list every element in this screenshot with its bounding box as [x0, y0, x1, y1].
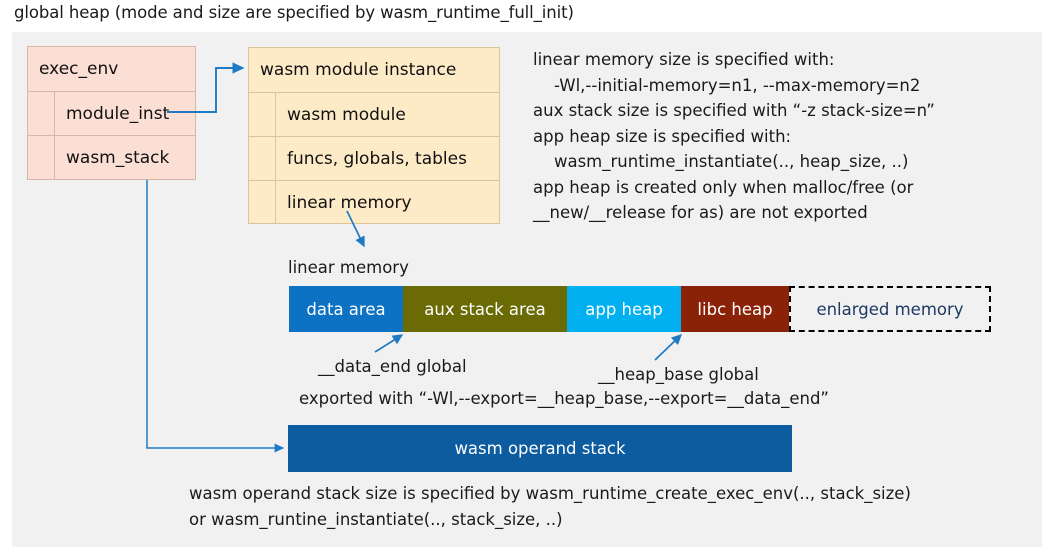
linear-memory-note: linear memory size is specified with: -W…: [533, 50, 935, 222]
memory-segment-enlarged-memory: enlarged memory: [789, 286, 991, 332]
memory-segment-libc-heap: libc heap: [681, 286, 789, 332]
exec-env-box: exec_env module_inst wasm_stack: [27, 46, 196, 180]
exec-env-header-row: exec_env: [28, 47, 195, 91]
module-instance-indent-2: [249, 181, 276, 224]
module-instance-field-wasm-module: wasm module: [249, 92, 499, 136]
linear-memory-bar: data area aux stack area app heap libc h…: [289, 286, 991, 332]
export-flags-note: exported with “-Wl,--export=__heap_base,…: [299, 389, 829, 408]
linear-memory-caption: linear memory: [288, 258, 409, 277]
module-instance-field-funcs-globals-tables-label: funcs, globals, tables: [287, 148, 467, 169]
data-end-global-label: __data_end global: [318, 357, 467, 376]
module-instance-header-label: wasm module instance: [260, 60, 457, 80]
exec-env-indent-0: [28, 92, 55, 135]
exec-env-field-wasm-stack: wasm_stack: [28, 135, 195, 179]
module-instance-indent-1: [249, 137, 276, 180]
module-instance-field-funcs-globals-tables: funcs, globals, tables: [249, 136, 499, 180]
exec-env-field-wasm-stack-label: wasm_stack: [66, 147, 170, 168]
exec-env-field-module-inst: module_inst: [28, 91, 195, 135]
module-instance-header-row: wasm module instance: [249, 48, 499, 92]
exec-env-header-label: exec_env: [39, 59, 119, 79]
module-instance-field-linear-memory: linear memory: [249, 180, 499, 224]
module-instance-field-wasm-module-label: wasm module: [287, 104, 406, 125]
memory-segment-app-heap: app heap: [567, 286, 681, 332]
module-instance-field-linear-memory-label: linear memory: [287, 192, 412, 213]
wasm-operand-stack-bar: wasm operand stack: [288, 425, 792, 472]
memory-segment-data-area: data area: [289, 286, 403, 332]
memory-segment-aux-stack-area: aux stack area: [403, 286, 567, 332]
exec-env-indent-1: [28, 136, 55, 179]
page-title: global heap (mode and size are specified…: [14, 3, 574, 22]
heap-base-global-label: __heap_base global: [598, 365, 759, 384]
operand-stack-note: wasm operand stack size is specified by …: [189, 484, 911, 529]
wasm-module-instance-box: wasm module instance wasm module funcs, …: [248, 47, 500, 224]
module-instance-indent-0: [249, 93, 276, 136]
exec-env-field-module-inst-label: module_inst: [66, 103, 170, 124]
